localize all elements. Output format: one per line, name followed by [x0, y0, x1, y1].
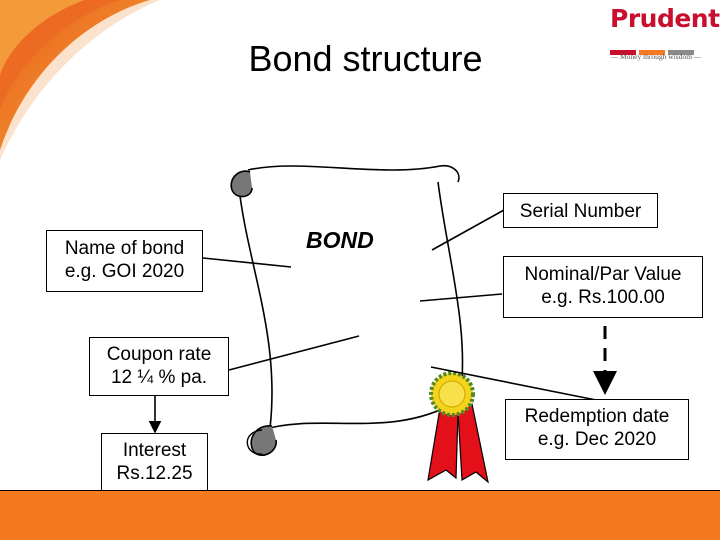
serial-number-box: Serial Number — [503, 193, 658, 228]
redemption-date-line1: Redemption date — [524, 406, 670, 427]
footer-orange-bar — [0, 490, 720, 540]
bond-label: BOND — [306, 227, 374, 253]
redemption-date-line2: e.g. Dec 2020 — [537, 429, 657, 450]
interest-line2: Rs.12.25 — [116, 463, 193, 484]
nominal-value-line1: Nominal/Par Value — [524, 264, 682, 285]
interest-box: Interest Rs.12.25 — [101, 433, 208, 493]
leader-redemption-date — [430, 366, 597, 401]
name-of-bond-line1: Name of bond — [64, 238, 185, 259]
prudent-logo: Prudent — Money through wisdom — — [596, 4, 720, 66]
redemption-date-box: Redemption date e.g. Dec 2020 — [505, 399, 689, 460]
logo-name: Prudent — [610, 4, 720, 33]
logo-tagline: — Money through wisdom — — [610, 52, 702, 61]
nominal-value-box: Nominal/Par Value e.g. Rs.100.00 — [503, 256, 703, 318]
seal-ribbon-icon — [427, 371, 489, 484]
leader-nominal-value — [419, 293, 503, 302]
bond-scroll-icon — [230, 164, 464, 456]
page-title: Bond structure — [248, 38, 483, 79]
leader-coupon-rate — [228, 335, 360, 371]
coupon-rate-line2: 12 ¼ % pa. — [110, 367, 208, 388]
name-of-bond-box: Name of bond e.g. GOI 2020 — [46, 230, 203, 292]
interest-line1: Interest — [122, 440, 187, 461]
leader-name-of-bond — [202, 257, 292, 268]
logo-color-bars — [610, 42, 698, 55]
corner-swirl-decoration — [0, 0, 160, 160]
leader-lines — [148, 209, 617, 434]
name-of-bond-line2: e.g. GOI 2020 — [64, 261, 185, 282]
coupon-rate-box: Coupon rate 12 ¼ % pa. — [89, 337, 229, 396]
coupon-rate-line1: Coupon rate — [106, 344, 212, 365]
leader-serial-number — [431, 209, 505, 251]
serial-number-line1: Serial Number — [519, 201, 642, 222]
nominal-value-line2: e.g. Rs.100.00 — [541, 287, 665, 308]
